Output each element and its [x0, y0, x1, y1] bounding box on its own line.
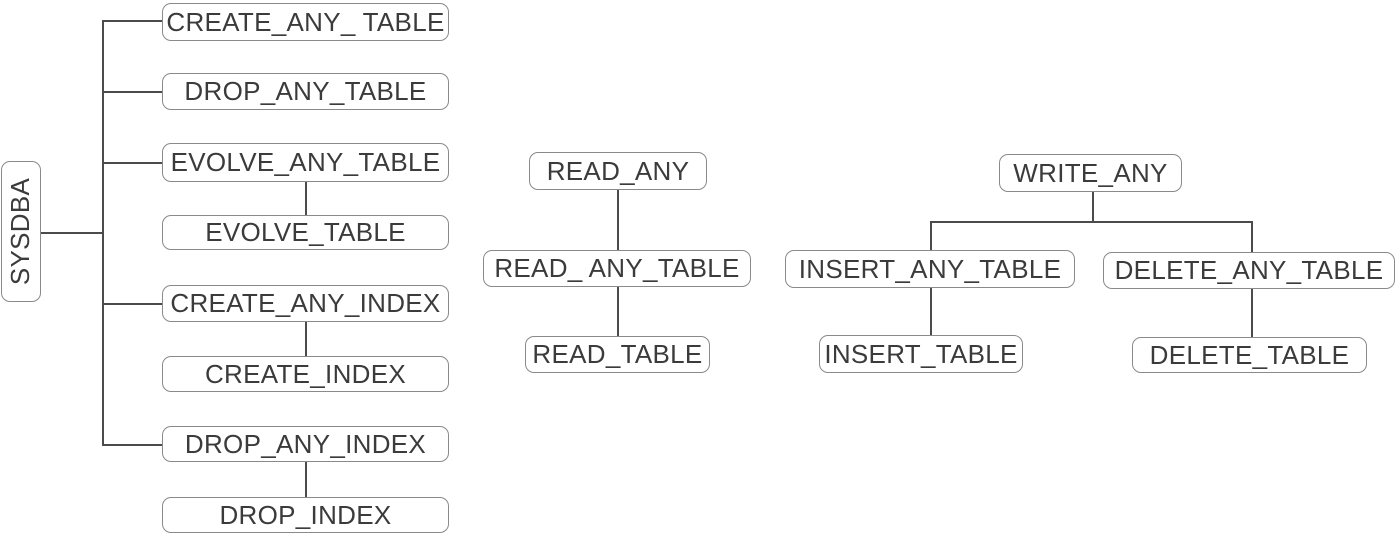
node-read-any-table: READ_ ANY_TABLE: [483, 250, 751, 287]
node-evolve-table: EVOLVE_TABLE: [162, 215, 449, 250]
connector-line: [930, 221, 932, 250]
connector-line: [930, 221, 1251, 223]
node-label: CREATE_INDEX: [204, 358, 407, 389]
node-label: EVOLVE_ANY_TABLE: [170, 147, 441, 177]
connector-line: [1251, 289, 1253, 337]
connector-line: [1251, 221, 1253, 252]
connector-line: [305, 182, 307, 215]
node-sysdba: SYSDBA: [1, 161, 41, 302]
node-label: DROP_ANY_INDEX: [184, 428, 427, 459]
node-evolve-any-table: EVOLVE_ANY_TABLE: [162, 143, 449, 182]
connector-line: [102, 20, 162, 22]
node-insert-table: INSERT_TABLE: [819, 335, 1023, 373]
node-label: DELETE_ANY_TABLE: [1114, 255, 1384, 285]
node-label: CREATE_ANY_INDEX: [170, 288, 441, 318]
node-label: DELETE_TABLE: [1149, 339, 1350, 370]
node-label: READ_TABLE: [532, 339, 703, 369]
node-read-any: READ_ANY: [529, 152, 707, 190]
node-create-any-index: CREATE_ANY_INDEX: [162, 285, 449, 322]
node-label: CREATE_ANY_ TABLE: [166, 6, 445, 37]
node-label: WRITE_ANY: [1013, 157, 1168, 188]
node-label: INSERT_TABLE: [824, 338, 1018, 369]
node-delete-table: DELETE_TABLE: [1132, 337, 1367, 373]
node-label: READ_ANY: [546, 155, 690, 186]
node-label: DROP_ANY_TABLE: [184, 76, 427, 106]
connector-line: [102, 20, 104, 444]
node-drop-any-table: DROP_ANY_TABLE: [162, 73, 449, 110]
connector-line: [102, 91, 162, 93]
connector-line: [1092, 192, 1094, 221]
connector-line: [102, 162, 162, 164]
connector-line: [102, 444, 162, 446]
connector-line: [102, 303, 162, 305]
connector-line: [617, 190, 619, 250]
node-delete-any-table: DELETE_ANY_TABLE: [1103, 252, 1395, 289]
node-label: SYSDBA: [5, 177, 36, 286]
node-drop-index: DROP_INDEX: [162, 497, 449, 533]
connector-line: [617, 287, 619, 336]
node-write-any: WRITE_ANY: [999, 154, 1182, 192]
node-label: EVOLVE_TABLE: [205, 217, 406, 247]
connector-line: [930, 288, 932, 335]
node-create-any-table: CREATE_ANY_ TABLE: [162, 3, 449, 41]
connector-line: [305, 322, 307, 356]
node-read-table: READ_TABLE: [525, 336, 710, 373]
connector-line: [41, 232, 102, 234]
node-label: DROP_INDEX: [219, 499, 392, 530]
connector-line: [305, 462, 307, 497]
node-create-index: CREATE_INDEX: [162, 356, 449, 392]
node-insert-any-table: INSERT_ANY_TABLE: [785, 250, 1075, 288]
node-drop-any-index: DROP_ANY_INDEX: [162, 426, 449, 462]
node-label: INSERT_ANY_TABLE: [798, 253, 1062, 284]
node-label: READ_ ANY_TABLE: [494, 253, 740, 283]
